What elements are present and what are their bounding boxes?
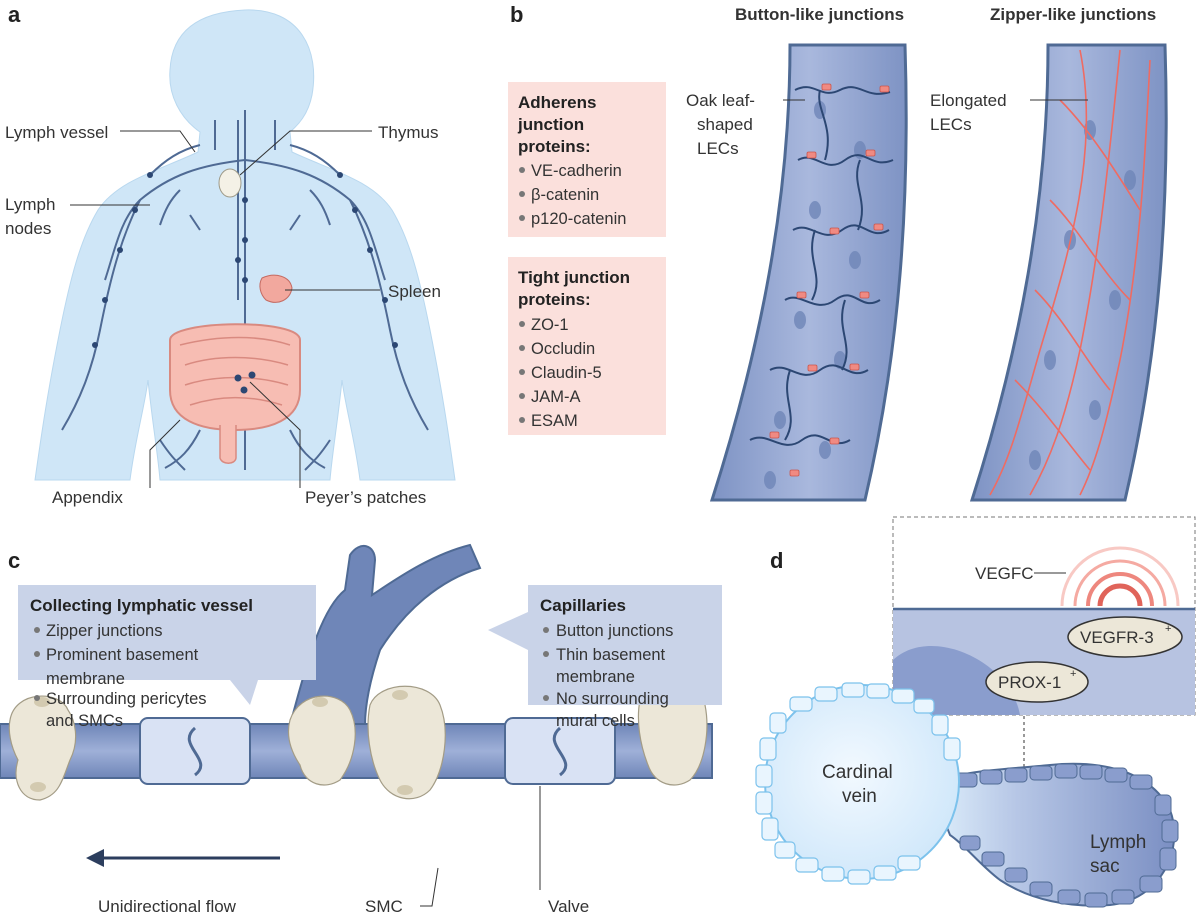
label-oak-leaf-1: Oak leaf- [686, 91, 755, 110]
prox1-factor [985, 661, 1089, 703]
label-vegfr3-sup: + [1165, 623, 1171, 635]
label-appendix: Appendix [52, 488, 123, 507]
tight-box [508, 257, 666, 435]
cardinal-vein-cells [755, 682, 961, 885]
panel-letter-b: b [510, 2, 523, 27]
label-vegfc: VEGFC [975, 564, 1034, 583]
label-elongated-1: Elongated [930, 91, 1007, 110]
label-unidirectional-flow: Unidirectional flow [98, 897, 237, 916]
adherens-item-ve-cadherin: VE-cadherin [531, 162, 622, 180]
adherens-item-b-catenin: β-catenin [531, 186, 599, 204]
lymph-sac-cells [954, 763, 1179, 908]
label-cardinal-1: Cardinal [822, 762, 893, 783]
adherens-title-1: Adherens [518, 93, 596, 112]
button-junction-buttons [769, 83, 890, 477]
spleen-organ [259, 274, 293, 303]
tight-item-zo1: ZO-1 [531, 316, 569, 334]
valve-segments [139, 717, 616, 785]
collecting-title: Collecting lymphatic vessel [30, 596, 253, 615]
adherens-item-p120-catenin: p120-catenin [531, 210, 626, 228]
collecting-item-2: Prominent basement [46, 646, 199, 664]
tight-item-occludin: Occludin [531, 340, 595, 358]
capillaries-callout [488, 585, 722, 705]
label-spleen: Spleen [388, 282, 441, 301]
label-smc: SMC [365, 897, 403, 916]
capillary-branch [288, 543, 482, 726]
adherens-title-3: proteins: [518, 137, 591, 156]
panel-letter-c: c [8, 548, 20, 573]
inset-nucleus [893, 645, 1020, 715]
tight-title-1: Tight junction [518, 268, 630, 287]
label-oak-leaf-3: LECs [697, 139, 739, 158]
lymph-node-dots [92, 172, 398, 348]
panel-letter-d: d [770, 548, 783, 573]
label-prox1-sup: + [1070, 668, 1076, 680]
peyers-patch-dots [234, 371, 256, 394]
collecting-callout [18, 585, 316, 705]
leader-smc [420, 867, 439, 907]
label-prox1: PROX-1 [998, 673, 1061, 692]
heading-button-junctions: Button-like junctions [735, 5, 904, 24]
adherens-box [508, 82, 666, 237]
label-lymph-sac-1: Lymph [1090, 832, 1146, 853]
adherens-title-2: junction [517, 115, 584, 134]
tight-item-esam: ESAM [531, 412, 578, 430]
vegfc-signal-icon [1060, 546, 1180, 607]
label-vegfr3: VEGFR-3 [1080, 628, 1154, 647]
button-junction-lines [749, 86, 894, 446]
panel-b: b Button-like junctions Zipper-like junc… [508, 2, 1168, 502]
heading-zipper-junctions: Zipper-like junctions [990, 5, 1156, 24]
capillaries-item-2: Thin basement [556, 646, 666, 664]
panel-a: a [5, 2, 456, 507]
panel-a-leaders [70, 130, 380, 488]
label-lymph-nodes-2: nodes [5, 219, 51, 238]
zipper-vessel [969, 43, 1168, 502]
button-vessel [709, 43, 908, 502]
capillaries-item-1: Button junctions [556, 622, 673, 640]
capillaries-title: Capillaries [540, 596, 626, 615]
capillaries-item-5: mural cells [556, 712, 635, 730]
capillaries-item-3: membrane [556, 668, 635, 686]
smc-cells [8, 682, 708, 801]
collecting-item-1: Zipper junctions [46, 622, 162, 640]
zipper-vessel-cells [1029, 120, 1136, 470]
label-cardinal-2: vein [842, 786, 877, 807]
panel-letter-a: a [8, 2, 21, 27]
panel-d: d VEGFC VEGFR-3 + PROX-1 + [755, 516, 1196, 908]
label-valve: Valve [548, 897, 589, 916]
capillaries-item-4: No surrounding [556, 690, 669, 708]
thymus-organ [218, 168, 242, 198]
label-oak-leaf-2: shaped [697, 115, 753, 134]
label-peyers-patches: Peyer’s patches [305, 488, 426, 507]
label-lymph-vessel: Lymph vessel [5, 123, 108, 142]
collecting-item-3: membrane [46, 670, 125, 688]
label-elongated-2: LECs [930, 115, 972, 134]
collecting-item-4: Surrounding pericytes [46, 690, 207, 708]
tight-title-2: proteins: [518, 290, 591, 309]
collecting-item-5: and SMCs [46, 712, 123, 730]
label-lymph-sac-2: sac [1090, 856, 1120, 877]
panel-c: c Collecting lymphatic vessel Zipper [0, 543, 722, 916]
tight-item-claudin5: Claudin-5 [531, 364, 602, 382]
button-vessel-cells [764, 101, 866, 489]
label-thymus: Thymus [378, 123, 438, 142]
label-lymph-nodes-1: Lymph [5, 195, 55, 214]
tight-item-jama: JAM-A [531, 388, 581, 406]
zipper-junction-lines [989, 49, 1151, 496]
flow-arrowhead-icon [86, 849, 104, 867]
vegfr3-receptor [1067, 616, 1183, 658]
